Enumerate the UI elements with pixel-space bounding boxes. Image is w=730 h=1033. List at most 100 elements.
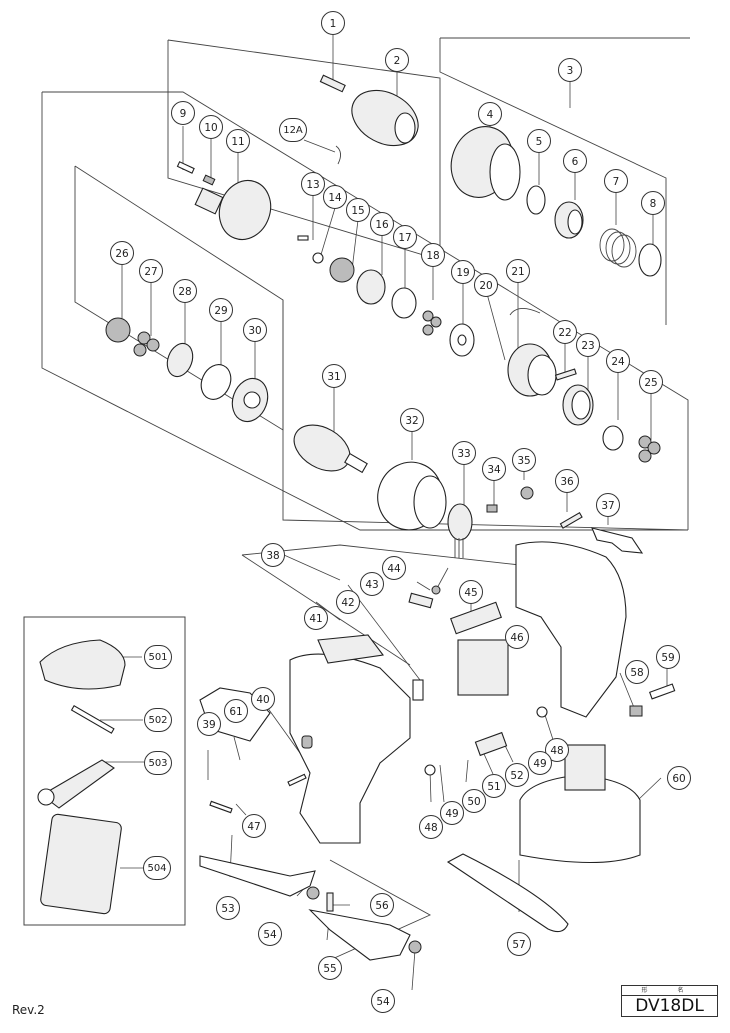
model-name-header: 形 名 [622, 986, 717, 996]
part-11-clutch [194, 179, 272, 241]
callout-40: 40 [251, 687, 275, 711]
callout-28: 28 [173, 279, 197, 303]
callout-59: 59 [656, 645, 680, 669]
callout-503: 503 [144, 751, 172, 775]
callout-15: 15 [346, 198, 370, 222]
callout-6: 6 [563, 149, 587, 173]
callout-48-a: 48 [419, 815, 443, 839]
part-10-spring [202, 174, 216, 186]
callout-52: 52 [505, 763, 529, 787]
part-60-battery [519, 744, 641, 864]
part-58-spring [629, 705, 643, 717]
callout-9: 9 [171, 101, 195, 125]
part-19-washer [449, 323, 475, 357]
part-29-washer [200, 364, 232, 400]
callout-54-b: 54 [371, 989, 395, 1013]
callout-14: 14 [323, 185, 347, 209]
callout-37: 37 [596, 493, 620, 517]
part-33-brush-holder [447, 503, 473, 558]
part-501-charger [39, 639, 126, 690]
leader-lines [96, 35, 668, 991]
callout-46: 46 [505, 625, 529, 649]
callout-2: 2 [385, 48, 409, 72]
part-17-carrier [391, 287, 417, 319]
part-7-spring [599, 228, 637, 268]
callout-13: 13 [301, 172, 325, 196]
part-46-switch [457, 639, 509, 696]
part-42-terminal [412, 679, 424, 701]
group-frame-motor [282, 300, 689, 531]
part-502-bit [70, 705, 115, 734]
group-frame-3 [439, 38, 667, 325]
callout-10: 10 [199, 115, 223, 139]
part-53-belt-hook [199, 855, 316, 897]
callout-56: 56 [370, 893, 394, 917]
part-51-capacitor [474, 731, 508, 757]
part-504-case [40, 813, 122, 915]
callout-29: 29 [209, 298, 233, 322]
group-frame-gearcase-left [41, 92, 688, 531]
model-name-box: 形 名 DV18DL [621, 985, 718, 1017]
part-13-pin [297, 235, 309, 241]
part-18-planet-gears [422, 310, 442, 336]
part-54-nut [306, 886, 422, 954]
part-40-cap [301, 735, 313, 749]
callout-18: 18 [421, 243, 445, 267]
part-26-sun-gear [105, 317, 131, 343]
callout-30: 30 [243, 318, 267, 342]
part-44-grommet [431, 585, 441, 595]
callout-57: 57 [507, 932, 531, 956]
callout-25: 25 [639, 370, 663, 394]
callout-49-b: 49 [528, 751, 552, 775]
callout-7: 7 [604, 169, 628, 193]
callout-42: 42 [336, 590, 360, 614]
callout-50: 50 [462, 789, 486, 813]
callout-38: 38 [261, 543, 285, 567]
callout-34: 34 [482, 457, 506, 481]
part-25-planet-gears [638, 435, 661, 463]
callout-4: 4 [478, 102, 502, 126]
callout-33: 33 [452, 441, 476, 465]
callout-20: 20 [474, 273, 498, 297]
part-48-screw [424, 706, 548, 776]
part-47-label [209, 800, 233, 814]
callout-41: 41 [304, 606, 328, 630]
part-23-ring-gear [562, 384, 594, 426]
accessories-box [23, 616, 186, 926]
part-32-stator [377, 461, 447, 531]
part-30-bearing-plate [231, 377, 269, 423]
callout-504: 504 [143, 856, 171, 880]
callout-8: 8 [641, 191, 665, 215]
revision-label: Rev.2 [12, 1003, 45, 1017]
callout-32: 32 [400, 408, 424, 432]
callout-502: 502 [144, 708, 172, 732]
part-55-belt-hook [308, 909, 411, 961]
model-name: DV18DL [635, 996, 704, 1016]
callout-55: 55 [318, 956, 342, 980]
part-4-sleeve [450, 126, 521, 201]
part-8-washer [638, 243, 662, 277]
callout-3: 3 [558, 58, 582, 82]
callout-501: 501 [144, 645, 172, 669]
part-61-label [287, 773, 307, 787]
part-2-keyless-chuck [351, 89, 419, 147]
part-43-pad [408, 592, 434, 609]
callout-21: 21 [506, 259, 530, 283]
part-15-gear [329, 257, 355, 283]
part-24-carrier [602, 425, 624, 451]
callout-17: 17 [393, 225, 417, 249]
callout-61: 61 [224, 699, 248, 723]
part-21-clip [509, 308, 541, 316]
part-20-gear-case [507, 343, 557, 397]
part-1-screw [319, 74, 346, 93]
part-56-screw [326, 892, 334, 912]
callout-54-a: 54 [258, 922, 282, 946]
callout-36: 36 [555, 469, 579, 493]
callout-11: 11 [226, 129, 250, 153]
callout-27: 27 [139, 259, 163, 283]
part-38-housing-left [289, 653, 411, 844]
part-14-washer [312, 252, 324, 264]
callout-16: 16 [370, 212, 394, 236]
